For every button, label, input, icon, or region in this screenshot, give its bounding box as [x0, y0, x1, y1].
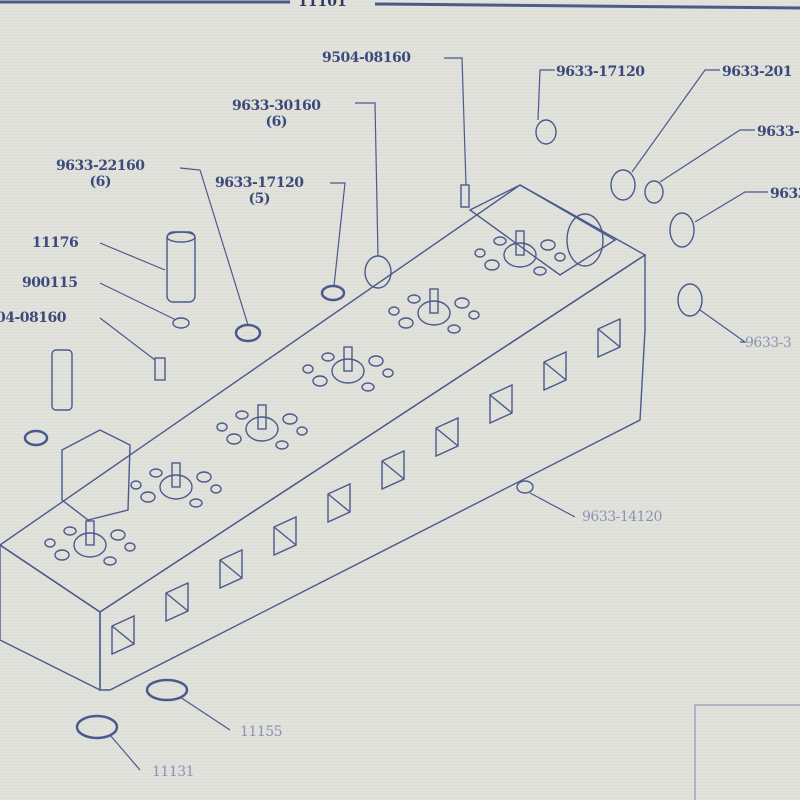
valve-group	[302, 346, 394, 392]
port-window	[111, 614, 135, 656]
label-9633-right-3: 9633-3	[745, 335, 792, 351]
label-9633-17120: 9633-17120 (5)	[215, 175, 304, 207]
gasket-11131	[75, 714, 119, 740]
plug-9633-c	[677, 283, 703, 317]
label-9633-14120: 9633-14120	[582, 509, 662, 525]
part-9633-30160	[364, 255, 392, 289]
label-9633-22160: 9633-22160 (6)	[56, 158, 145, 190]
label-quantity: (5)	[248, 191, 270, 207]
port-window	[543, 350, 567, 392]
head-front-face	[99, 253, 646, 691]
exhaust-ports	[111, 317, 621, 656]
label-9633-right-2: 9633	[770, 186, 800, 202]
label-04-08160: 04-08160	[0, 310, 67, 326]
port-window	[219, 548, 243, 590]
plug-9633-201	[610, 169, 636, 201]
port-window	[489, 383, 513, 425]
label-quantity: (6)	[265, 114, 287, 130]
valve-groups	[44, 230, 566, 566]
port-window	[597, 317, 621, 359]
label-part-number: 9633-30160	[232, 98, 321, 114]
head-top-face	[0, 184, 647, 613]
valve-group	[130, 462, 222, 508]
port-window	[165, 581, 189, 623]
title-block	[694, 704, 800, 800]
gasket-11155	[145, 678, 189, 702]
leader-lines	[99, 57, 768, 771]
label-9504-08160: 9504-08160	[322, 50, 411, 66]
label-9633-30160: 9633-30160 (6)	[232, 98, 321, 130]
head-left-face	[0, 544, 101, 692]
sheet-title: 11101	[298, 0, 347, 10]
label-part-number: 9633-22160	[56, 158, 145, 174]
header-rule-right	[374, 2, 800, 10]
label-part-number: 9633-17120	[215, 175, 304, 191]
part-cover	[61, 429, 131, 521]
port-window	[381, 449, 405, 491]
head-rear-plate	[468, 184, 617, 276]
label-900115: 900115	[22, 275, 78, 291]
label-9633-right-1: 9633-	[757, 124, 800, 140]
valve-group	[388, 288, 480, 334]
label-9633-201: 9633-201	[722, 64, 793, 80]
valve-group	[44, 520, 136, 566]
label-11176: 11176	[32, 235, 79, 251]
part-9633-17120	[320, 284, 346, 302]
plug-9633-b	[669, 212, 695, 248]
plug-9633-a	[644, 180, 664, 204]
valve-group	[216, 404, 308, 450]
label-11131: 11131	[152, 764, 195, 780]
port-window	[327, 482, 351, 524]
label-11155: 11155	[240, 724, 283, 740]
part-9504-08160	[460, 184, 470, 208]
plug-9633-17120	[535, 119, 557, 145]
rear-port	[566, 213, 604, 267]
label-quantity: (6)	[89, 174, 111, 190]
part-injector-sleeve	[51, 349, 73, 411]
port-window	[273, 515, 297, 557]
part-9633-22160	[234, 323, 262, 343]
plug-9633-14120	[516, 480, 534, 494]
part-dowel	[154, 357, 166, 381]
label-9633-17120-top: 9633-17120	[556, 64, 645, 80]
part-900115	[172, 317, 190, 329]
port-window	[435, 416, 459, 458]
valve-group	[474, 230, 566, 276]
